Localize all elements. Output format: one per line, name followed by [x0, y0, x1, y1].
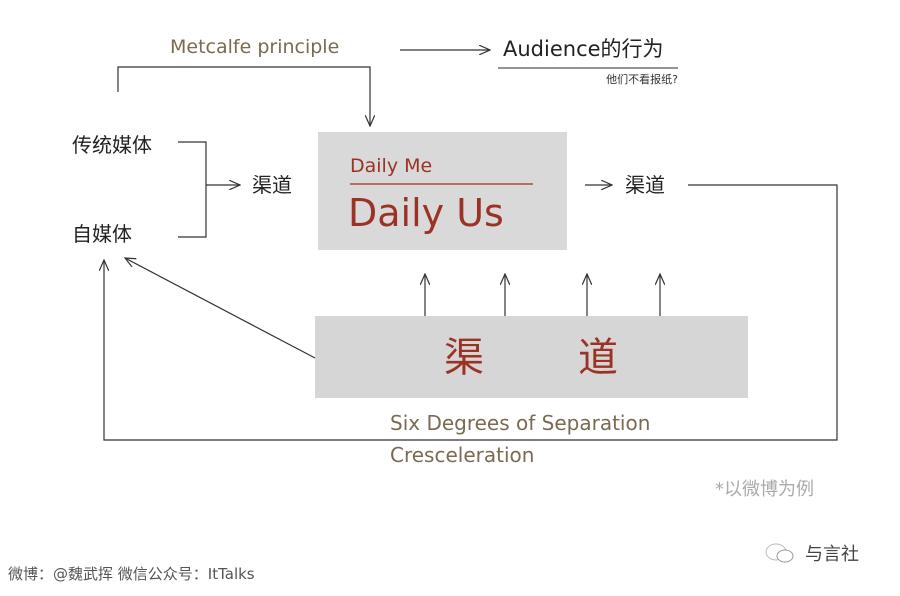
metcalfe-label: Metcalfe principle: [170, 36, 340, 58]
metcalfe-line: [117, 66, 370, 126]
channel-char-2: 道: [578, 335, 618, 381]
traditional-media: 传统媒体: [72, 133, 152, 157]
brand-label: 与言社: [805, 544, 859, 565]
wechat-icon: [765, 542, 795, 564]
cresceleration-label: Cresceleration: [390, 443, 535, 467]
channel-char-1: 渠: [444, 335, 484, 381]
sources-bracket: [178, 141, 207, 238]
feedback-loop: [104, 184, 838, 441]
daily-me-label: Daily Me: [350, 155, 433, 177]
channel-box: [315, 316, 748, 398]
audience-title: Audience的行为: [503, 37, 664, 61]
self-media: 自媒体: [72, 222, 132, 246]
channel-left-label: 渠道: [252, 173, 292, 197]
channel-right-label: 渠道: [625, 173, 665, 197]
daily-us-box: [318, 132, 567, 250]
audience-subtitle: 他们不看报纸?: [606, 73, 678, 86]
footer-credit: 微博：@魏武挥 微信公众号：ItTalks: [8, 565, 255, 583]
daily-us-label: Daily Us: [348, 191, 504, 235]
diagonal-arrow: [125, 258, 316, 359]
six-degrees-label: Six Degrees of Separation: [390, 411, 651, 435]
weibo-note: *以微博为例: [715, 479, 814, 500]
